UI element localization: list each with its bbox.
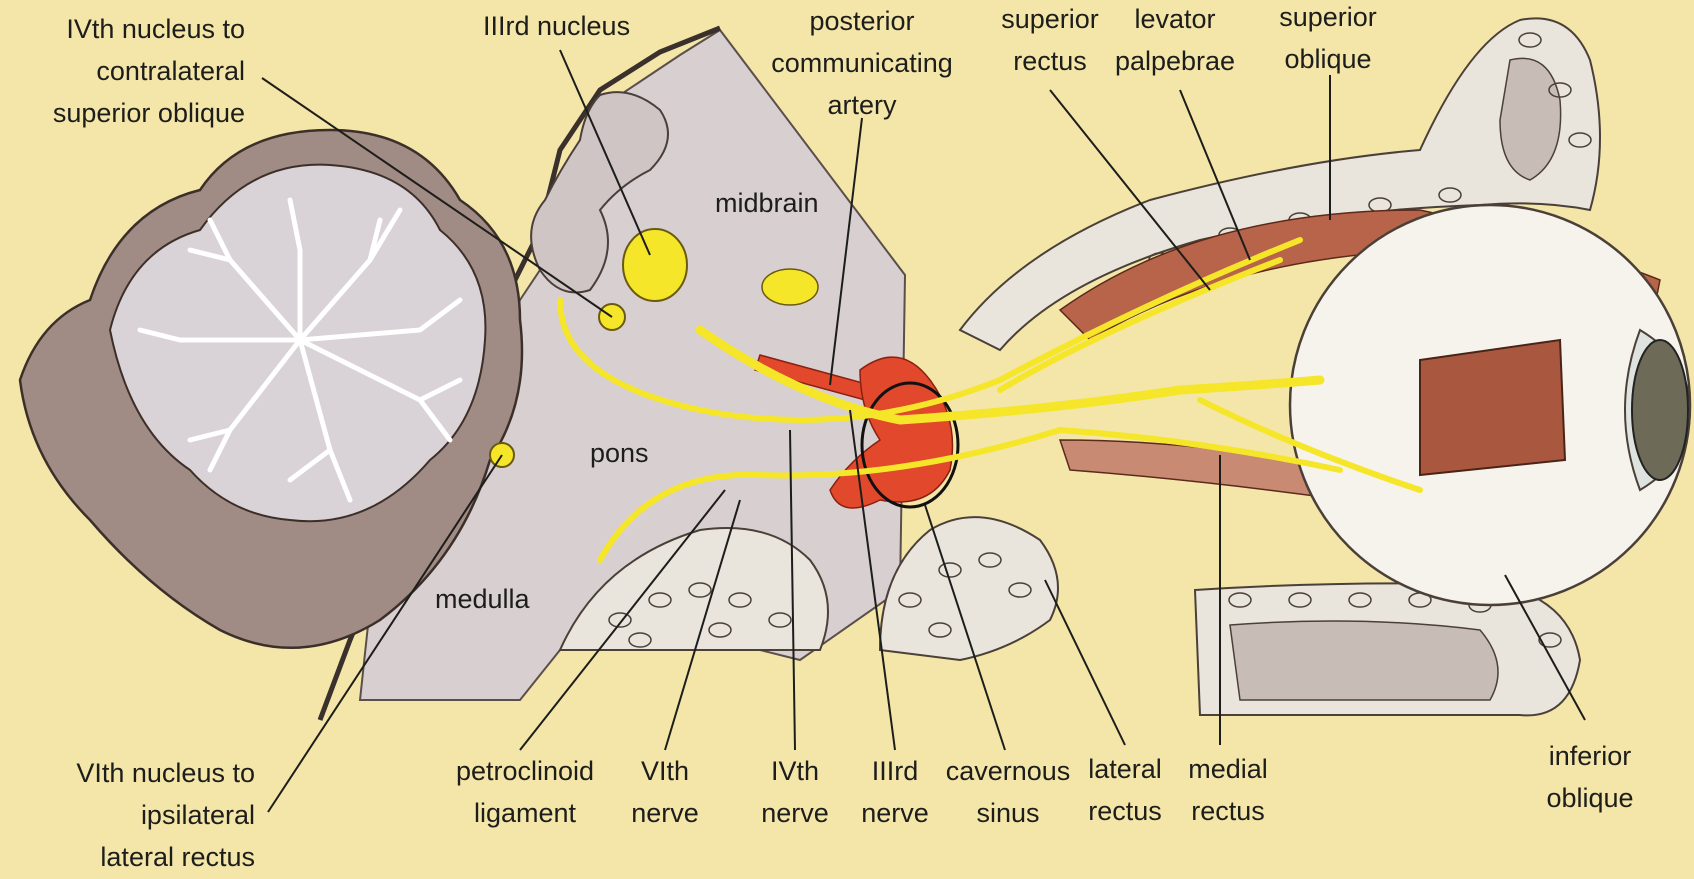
callout-line: IIIrd xyxy=(872,756,919,786)
callout-line: rectus xyxy=(1013,46,1087,76)
callout-line: superior xyxy=(1279,2,1377,32)
callout-line: ipsilateral xyxy=(141,800,255,830)
midbrain-label: midbrain xyxy=(715,188,819,218)
callout-line: artery xyxy=(827,90,897,120)
callout-line: IVth nucleus to xyxy=(66,14,245,44)
callout-line: levator xyxy=(1134,4,1215,34)
callout-line: contralateral xyxy=(96,56,245,86)
callout-line: VIth nucleus to xyxy=(76,758,255,788)
callout-line: nerve xyxy=(861,798,929,828)
oculomotor-nucleus xyxy=(623,229,687,301)
callout-line: communicating xyxy=(771,48,953,78)
callout-line: medial xyxy=(1188,754,1268,784)
lateral-rectus-insertion xyxy=(1420,340,1565,475)
callout-line: oblique xyxy=(1284,44,1371,74)
callout-line: IIIrd nucleus xyxy=(483,11,630,41)
callout-line: nerve xyxy=(761,798,829,828)
callout-line: inferior xyxy=(1549,741,1632,771)
callout-line: VIth xyxy=(641,756,689,786)
callout-line: palpebrae xyxy=(1115,46,1235,76)
callout-iiird-nucleus: IIIrd nucleus xyxy=(483,11,630,41)
callout-line: rectus xyxy=(1088,796,1162,826)
medulla-label: medulla xyxy=(435,584,531,614)
iris xyxy=(1632,340,1688,480)
callout-line: nerve xyxy=(631,798,699,828)
pons-label: pons xyxy=(590,438,649,468)
callout-line: IVth xyxy=(771,756,819,786)
callout-line: lateral xyxy=(1088,754,1162,784)
callout-line: oblique xyxy=(1546,783,1633,813)
callout-line: lateral rectus xyxy=(100,842,255,872)
callout-line: sinus xyxy=(976,798,1039,828)
maxillary-sinus xyxy=(1230,621,1498,700)
callout-line: petroclinoid xyxy=(456,756,594,786)
mammillary-body xyxy=(762,269,818,305)
callout-line: superior oblique xyxy=(53,98,245,128)
callout-line: cavernous xyxy=(946,756,1071,786)
callout-line: posterior xyxy=(809,6,914,36)
callout-line: superior xyxy=(1001,4,1099,34)
callout-line: rectus xyxy=(1191,796,1265,826)
callout-line: ligament xyxy=(474,798,577,828)
